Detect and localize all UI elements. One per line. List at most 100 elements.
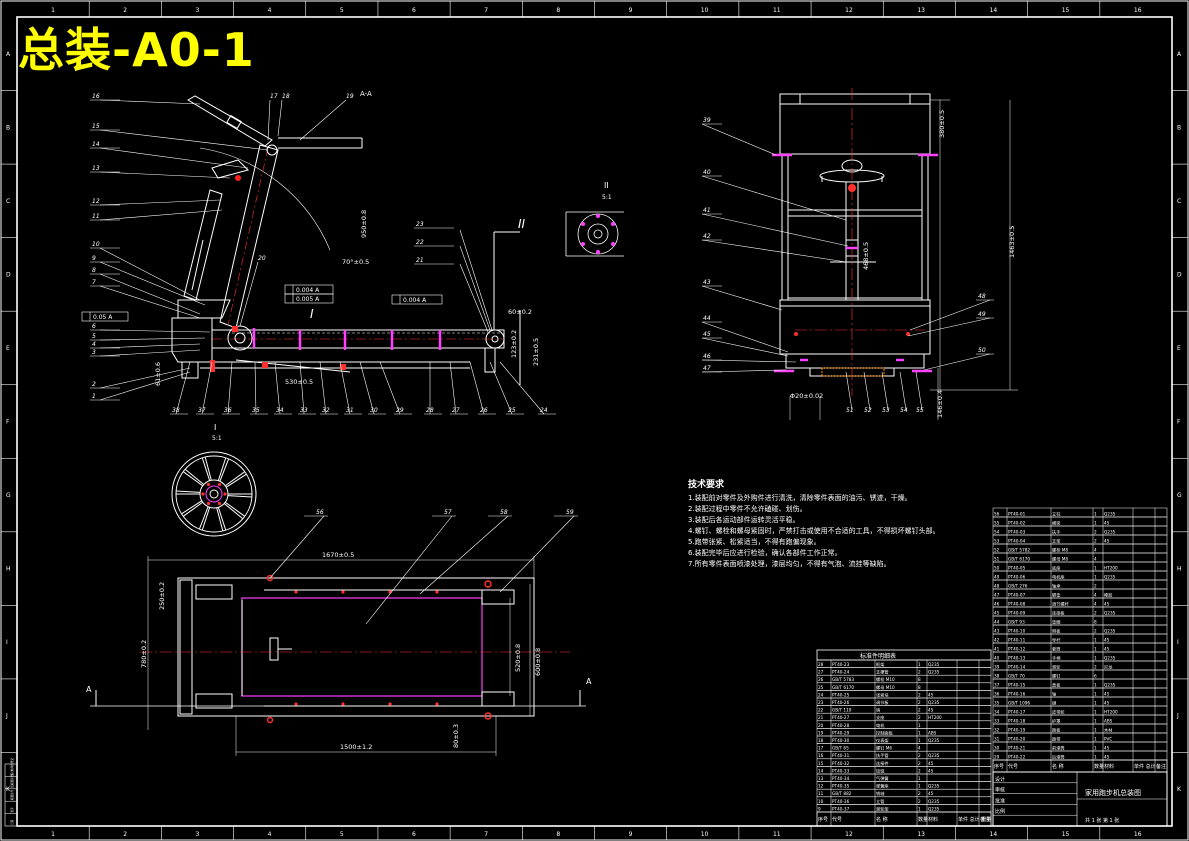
parts-left-cell: 螺母 M10 — [876, 684, 895, 691]
balloon-10: 10 — [92, 241, 100, 248]
grid-col-bottom: 6 — [412, 831, 416, 838]
parts-left-cell: 12 — [818, 784, 824, 789]
parts-left-cell: 2 — [918, 791, 921, 796]
parts-left-cell: 销轴 — [876, 790, 884, 797]
balloon-3: 3 — [92, 349, 96, 356]
parts-left-cell: 45 — [928, 791, 934, 796]
balloon-9: 9 — [92, 255, 96, 262]
parts-left-cell: 支撑管 — [876, 669, 889, 676]
parts-right-cell: GB/T 70 — [1008, 673, 1025, 678]
dim-top-w2: 600±0.8 — [534, 648, 542, 676]
balloon-40: 40 — [703, 169, 711, 176]
parts-left-cell: 8 — [918, 677, 921, 682]
dim-top-left-w: 780±0.2 — [140, 640, 148, 668]
left-strip-cell: 签字 — [10, 807, 14, 813]
parts-left-cell: 27 — [818, 670, 824, 675]
grid-row-left: C — [6, 198, 10, 205]
parts-left-footer-cell: 单件 总计 重量 — [958, 816, 991, 823]
parts-right-cell: PT40-05 — [1008, 565, 1026, 570]
tech-item: 5.跑带张紧、松紧适当，不得有跑偏现象。 — [688, 538, 821, 546]
balloon-15: 15 — [92, 123, 100, 130]
parts-left-cell: GB/T 119 — [832, 708, 852, 713]
parts-right-cell: 4 — [1094, 556, 1097, 561]
parts-left-cell: 滚轮架 — [876, 805, 889, 812]
parts-left-cell: 2 — [918, 700, 921, 705]
upright-post — [219, 144, 279, 329]
parts-left-cell: 24 — [818, 692, 824, 697]
detail-ii-scale: 5:1 — [602, 194, 612, 201]
balloon-37: 37 — [198, 407, 206, 414]
parts-right-cell: 45 — [1104, 520, 1110, 525]
parts-right-cell: 33 — [994, 718, 1000, 723]
parts-left-cell: 1 — [918, 730, 921, 735]
parts-left-cell: 2 — [918, 715, 921, 720]
grid-col-top: 7 — [484, 7, 488, 14]
parts-right-cell: 扶手 — [1052, 528, 1060, 535]
parts-right-cell: 45 — [1104, 538, 1110, 543]
balloon-52: 52 — [864, 407, 872, 414]
parts-right-cell: 31 — [994, 736, 1000, 741]
parts-right-cell: 跑板 — [1052, 726, 1061, 733]
parts-right-cell: 50 — [994, 565, 1000, 570]
parts-right-cell: GB/T 276 — [1008, 583, 1028, 588]
grid-col-top: 1 — [51, 7, 55, 14]
parts-right-cell: 1 — [1094, 511, 1097, 516]
parts-left-cell: 仪表架 — [876, 737, 889, 744]
parts-right-cell: 4 — [1094, 601, 1097, 606]
parts-right-cell: 38 — [994, 673, 1000, 678]
grid-col-top: 8 — [556, 7, 560, 14]
balloon-7: 7 — [92, 279, 96, 286]
grid-col-bottom: 3 — [195, 831, 199, 838]
parts-right-cell: 1 — [1094, 727, 1097, 732]
side-view — [171, 95, 521, 385]
balloon-5: 5 — [92, 333, 96, 340]
dim-handle-height: 950±0.8 — [360, 210, 368, 238]
parts-right-cell: 1 — [1094, 565, 1097, 570]
grid-col-top: 12 — [845, 7, 853, 14]
parts-right-cell: GB/T 5782 — [1008, 547, 1030, 552]
grid-row-right: J — [1176, 713, 1179, 720]
parts-left-cell: 2 — [918, 768, 921, 773]
parts-right-cell: 43 — [994, 628, 1000, 633]
parts-header-cell: 单件 总计 — [1134, 763, 1156, 770]
parts-left-cell: Q235 — [928, 670, 940, 675]
detail-ii-view — [565, 211, 624, 257]
balloon-19: 19 — [346, 93, 354, 100]
parts-right-cell: 48 — [994, 583, 1000, 588]
tech-item: 3.装配后各运动部件运转灵活平稳。 — [688, 516, 800, 524]
parts-right-cell: PT40-16 — [1008, 691, 1026, 696]
parts-right-cell: GB/T 6170 — [1008, 556, 1030, 561]
parts-left-cell: PT40-26 — [832, 700, 850, 705]
balloon-53: 53 — [882, 407, 890, 414]
parts-right-cell: 螺栓 M8 — [1052, 546, 1068, 553]
balloon-13: 13 — [92, 165, 100, 172]
parts-right-cell: 侧板 — [1052, 627, 1061, 634]
grid-row-right: D — [1177, 271, 1182, 278]
balloon-35: 35 — [252, 407, 260, 414]
parts-right-cell: 6 — [1094, 673, 1097, 678]
gtol-3: 0.004 A — [403, 297, 427, 304]
top-view — [90, 556, 586, 756]
parts-right-cell: 立柱 — [1052, 510, 1061, 517]
left-strip-cell: 借(通)用件登记 — [10, 757, 14, 775]
parts-right-cell: 脚垫 — [1052, 591, 1061, 598]
parts-left-cell: 立管 — [876, 798, 884, 805]
parts-right-cell: 1 — [1094, 745, 1097, 750]
parts-right-cell: 45 — [1104, 745, 1110, 750]
parts-left-footer-cell: 备注 — [980, 816, 990, 823]
parts-right-cell: 1 — [1094, 709, 1097, 714]
parts-right-cell: PT40-11 — [1008, 637, 1026, 642]
parts-left-cell: 1 — [918, 738, 921, 743]
parts-left-cell: 25 — [818, 685, 824, 690]
parts-right-cell: 手柄 — [1052, 654, 1060, 661]
balloon-21: 21 — [416, 257, 424, 264]
parts-right-cell: PT40-01 — [1008, 511, 1026, 516]
dim-top-len: 1670±0.5 — [322, 551, 354, 559]
balloon-24: 24 — [540, 407, 548, 414]
parts-left-cell: 铰链 — [876, 767, 885, 774]
parts-right-cell: PT40-08 — [1008, 601, 1026, 606]
balloon-17: 17 — [270, 93, 278, 100]
parts-left-cell: GB/T 6170 — [832, 685, 854, 690]
parts-left-cell: Q235 — [928, 738, 940, 743]
